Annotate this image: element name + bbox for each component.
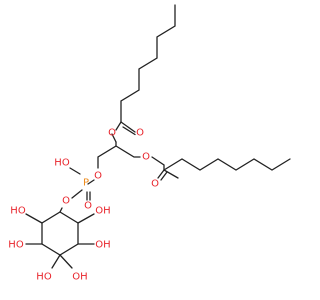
right-octanoyl-chain — [151, 156, 291, 181]
inositol-hydroxyl-4: OH — [95, 240, 110, 251]
inositol-hydroxyl-2: OH — [95, 206, 110, 217]
chemical-structure: O O O O O HO P O O HO OH HO OH HO OH — [8, 4, 291, 283]
inositol-hydroxyl-1: HO — [10, 206, 26, 217]
ester-oxygen-right: O — [142, 152, 150, 163]
phosphate-group — [69, 167, 95, 201]
carbonyl-oxygen-right: O — [151, 179, 159, 190]
inositol-hydroxyl-3: HO — [8, 240, 24, 251]
phosphate-double-oxygen: O — [84, 201, 92, 212]
ester-oxygen-upper: O — [108, 128, 116, 139]
carbonyl-oxygen-upper: O — [136, 128, 144, 139]
glycerol-backbone — [97, 133, 141, 169]
inositol-ring — [25, 207, 95, 269]
inositol-hydroxyl-5: HO — [36, 272, 52, 283]
phosphorus-atom: P — [83, 178, 89, 189]
upper-octanoyl-chain — [115, 4, 176, 136]
upper-carbonyl-double-bond — [120, 121, 136, 133]
phosphate-hydroxyl: HO — [54, 158, 70, 169]
inositol-hydroxyl-6: OH — [72, 272, 87, 283]
glycerol-phosphate-oxygen: O — [94, 171, 102, 182]
phosphate-ring-oxygen: O — [62, 196, 70, 207]
